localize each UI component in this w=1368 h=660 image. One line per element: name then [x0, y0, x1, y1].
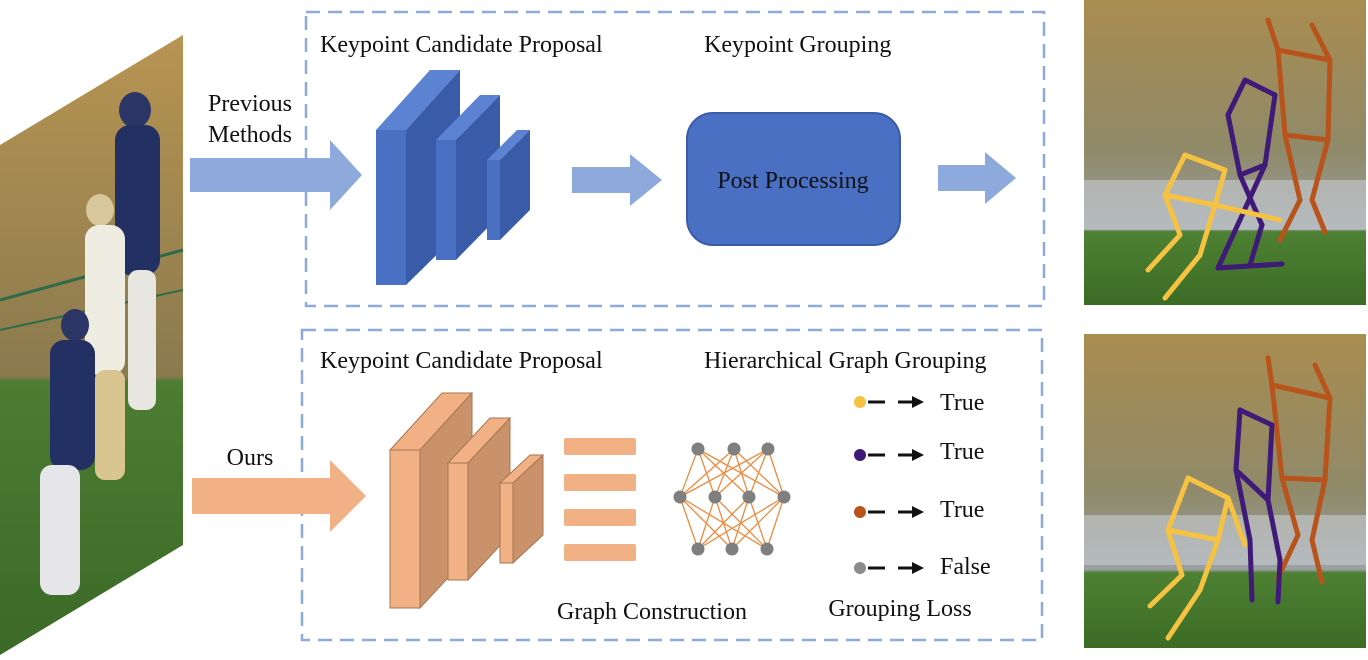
- graph-edge: [679, 448, 769, 498]
- graph-construction-caption: Graph Construction: [557, 599, 747, 625]
- graph-node: [777, 490, 791, 504]
- previous-methods-label-1: Previous: [208, 91, 292, 117]
- pose-estimation-result-icon: [1084, 0, 1366, 305]
- graph-node: [727, 442, 741, 456]
- graph-construction: [673, 442, 791, 556]
- legend-label-yellow: True: [940, 390, 984, 416]
- legend-item-gray: False: [854, 554, 991, 580]
- grouping-loss-caption: Grouping Loss: [828, 596, 971, 622]
- graph-edge: [767, 448, 785, 498]
- top-middle-arrow: [572, 154, 662, 206]
- legend-label-purple: True: [940, 439, 984, 465]
- post-processing-label: Post Processing: [717, 168, 868, 194]
- graph-node: [708, 490, 722, 504]
- post-processing-box: [686, 112, 901, 246]
- graph-edge: [679, 448, 735, 498]
- graph-edge: [697, 496, 716, 550]
- top-previous-methods: Previous Methods Keypoint Candidate Prop…: [190, 10, 1046, 308]
- top-grouping-title: Keypoint Grouping: [704, 32, 891, 58]
- graph-edge: [731, 496, 785, 550]
- feature-bars: [564, 438, 636, 561]
- legend-item-yellow: True: [854, 390, 984, 416]
- bottom-input-arrow: [192, 460, 366, 532]
- previous-methods-label-2: Methods: [208, 122, 292, 148]
- bottom-cnn-blocks: [388, 391, 545, 610]
- graph-edge: [697, 496, 750, 550]
- bottom-our-method: Ours Keypoint Candidate Proposal Hierarc…: [192, 328, 1044, 642]
- graph-edge: [766, 496, 785, 550]
- pose-estimation-result-bottom-icon: [1084, 334, 1366, 648]
- legend-label-brown: True: [940, 497, 984, 523]
- graph-edge: [697, 496, 785, 550]
- graph-edge: [679, 496, 699, 550]
- graph-node: [691, 442, 705, 456]
- legend-item-brown: True: [854, 497, 984, 523]
- bottom-candidate-title: Keypoint Candidate Proposal: [320, 348, 603, 374]
- ours-label: Ours: [227, 445, 274, 471]
- graph-node: [761, 442, 775, 456]
- legend-label-gray: False: [940, 554, 991, 580]
- graph-node: [673, 490, 687, 504]
- football-players-photo-icon: [0, 35, 184, 655]
- graph-node: [725, 542, 739, 556]
- top-output-arrow: [938, 152, 1016, 204]
- top-candidate-title: Keypoint Candidate Proposal: [320, 32, 603, 58]
- graph-edge: [748, 448, 769, 498]
- graph-node: [742, 490, 756, 504]
- graph-edge: [714, 448, 769, 498]
- legend-item-purple: True: [854, 439, 984, 465]
- graph-node: [760, 542, 774, 556]
- grouping-legend: True True True False: [854, 390, 991, 580]
- top-input-arrow: [190, 140, 362, 210]
- graph-node: [691, 542, 705, 556]
- bottom-grouping-title: Hierarchical Graph Grouping: [704, 348, 987, 374]
- graph-edge: [679, 448, 699, 498]
- top-cnn-blocks: [376, 70, 530, 285]
